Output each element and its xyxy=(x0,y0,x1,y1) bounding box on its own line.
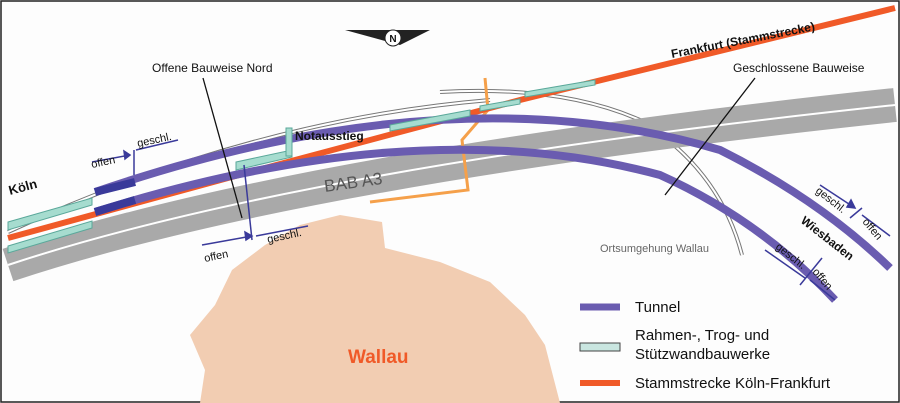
ortsumgehung-label: Ortsumgehung Wallau xyxy=(600,243,709,255)
legend-label-structures: Rahmen-, Trog- und xyxy=(635,327,769,344)
geschlossene-bauweise-label: Geschlossene Bauweise xyxy=(733,61,865,75)
offene-bauweise-nord-label: Offene Bauweise Nord xyxy=(152,61,273,75)
trough-structures xyxy=(7,79,596,254)
north-arrow-icon xyxy=(345,29,430,47)
boundary-markers xyxy=(91,139,891,301)
tunnel-south xyxy=(93,145,838,303)
offen-label: offen xyxy=(203,248,229,265)
wallau-town-area xyxy=(190,215,560,403)
notausstieg-label: Notausstieg xyxy=(295,129,364,143)
legend-label-tunnel: Tunnel xyxy=(635,299,680,316)
geschl-label: geschl. xyxy=(136,131,173,150)
tunnel-north xyxy=(93,114,893,271)
legend-swatch-structures xyxy=(579,342,621,352)
wallau-label: Wallau xyxy=(348,347,409,368)
north-label: N xyxy=(389,34,396,45)
legend-label-rail: Stammstrecke Köln-Frankfurt xyxy=(635,375,831,392)
koeln-label: Köln xyxy=(7,176,39,198)
bab-a3-road xyxy=(2,88,897,282)
legend-label-structures-2: Stützwandbauwerke xyxy=(635,346,770,363)
wiesbaden-label: Wiesbaden xyxy=(798,213,856,263)
legend: Tunnel Rahmen-, Trog- und Stützwandbauwe… xyxy=(579,299,831,392)
offen-label: offen xyxy=(90,154,116,171)
frankfurt-label: Frankfurt (Stammstrecke) xyxy=(670,19,816,61)
construction-road xyxy=(369,77,490,204)
